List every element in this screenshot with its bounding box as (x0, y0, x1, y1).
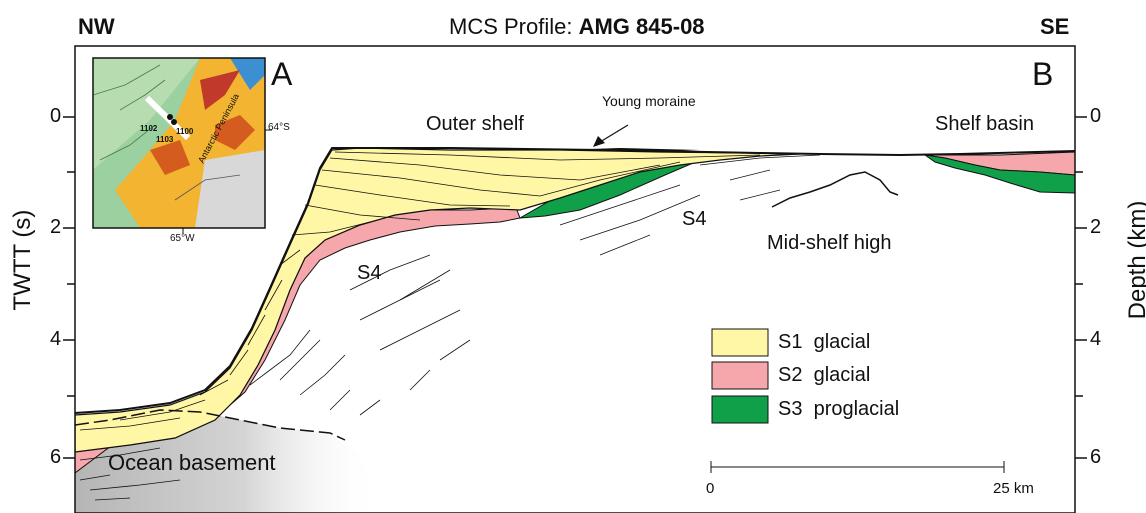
left-tick-2: 2 (50, 216, 62, 238)
site-marker-1102 (167, 114, 173, 120)
s3-unit-right (924, 154, 1075, 194)
direction-se: SE (1040, 14, 1070, 39)
inset-site-1103: 1103 (156, 135, 174, 144)
left-tick-6: 6 (50, 446, 62, 468)
shelf-basin-label: Shelf basin (935, 113, 1034, 135)
right-axis-title: Depth (km) (1124, 200, 1146, 320)
inset-frame (92, 57, 266, 229)
right-axis (1075, 116, 1087, 459)
reflector-lines (79, 151, 821, 501)
ocean-basement-label: Ocean basement (108, 450, 276, 475)
right-tick-6: 6 (1090, 446, 1102, 468)
profile-title-id: AMG 845-08 (578, 14, 705, 39)
panel-label-a: A (271, 56, 293, 92)
outer-shelf-label: Outer shelf (426, 113, 524, 135)
inset-site-1102: 1102 (140, 124, 158, 133)
legend-label-s1: S1 glacial (778, 331, 871, 353)
left-axis (63, 116, 75, 459)
young-moraine-label: Young moraine (602, 93, 696, 109)
legend-label-s2: S2 glacial (778, 364, 871, 386)
right-tick-4: 4 (1090, 328, 1102, 350)
right-tick-2: 2 (1090, 216, 1102, 238)
left-tick-0: 0 (50, 105, 62, 127)
scale-bar-end: 25 km (993, 480, 1034, 497)
inset-lon-label: 65°W (170, 233, 195, 244)
direction-nw: NW (78, 14, 115, 39)
legend-swatch-s1 (711, 328, 769, 357)
left-axis-title: TWTT (s) (9, 209, 36, 311)
mid-shelf-high-label: Mid-shelf high (767, 232, 892, 254)
left-tick-4: 4 (50, 328, 62, 350)
basement-top (75, 409, 346, 441)
scale-bar-start: 0 (706, 480, 715, 497)
inset-map (93, 58, 265, 228)
scale-bar (710, 461, 1005, 473)
seafloor-line (75, 147, 1075, 414)
s4-label-left: S4 (357, 262, 382, 284)
panel-label-b: B (1032, 56, 1054, 92)
right-tick-0: 0 (1090, 105, 1102, 127)
profile-title: MCS Profile: AMG 845-08 (449, 14, 705, 40)
young-moraine (560, 148, 700, 152)
legend-swatch-s3 (711, 395, 769, 424)
legend-label-s3: S3 proglacial (778, 398, 900, 420)
inset-lat-label: 64°S (268, 122, 290, 133)
mid-shelf-high-reflector (771, 171, 899, 208)
legend-swatch-s2 (711, 361, 769, 390)
young-moraine-arrow (599, 124, 629, 143)
profile-title-prefix: MCS Profile: (449, 14, 579, 39)
profile-frame (74, 45, 1076, 513)
site-marker-1100 (171, 119, 177, 125)
inset-site-1100: 1100 (176, 127, 194, 136)
s4-label-right: S4 (682, 208, 707, 230)
